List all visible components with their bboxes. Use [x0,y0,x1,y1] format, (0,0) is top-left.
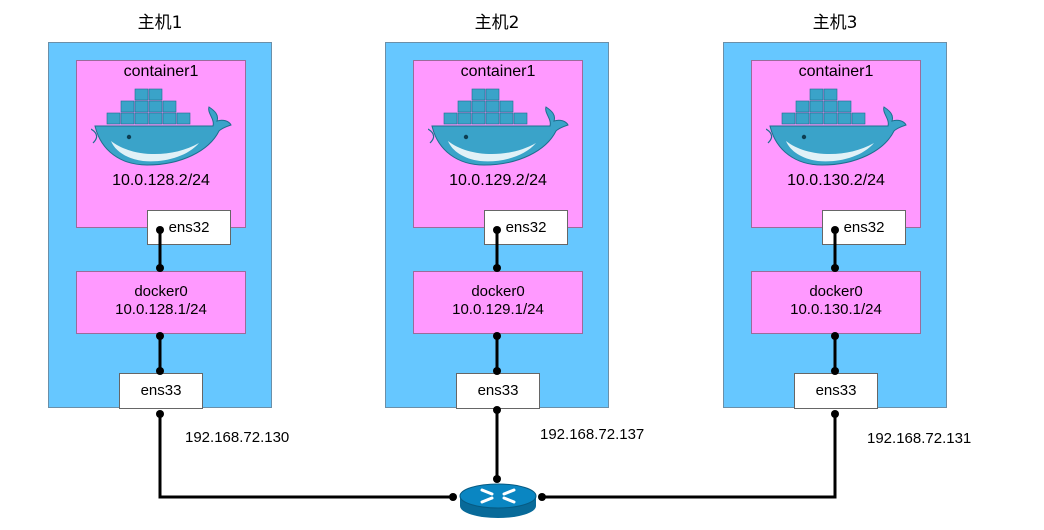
docker0-bridge: docker0 10.0.129.1/24 [413,271,583,334]
bridge-name: docker0 [471,283,525,300]
container-name: container1 [460,63,536,80]
link-endpoints [156,226,839,501]
container-ip: 10.0.129.2/24 [449,172,547,189]
host1-box: container1 10.0.128.2/24 ens32 docker0 1… [48,42,272,409]
container-name: container1 [798,63,874,80]
lan-cables [158,410,837,499]
docker0-bridge: docker0 10.0.130.1/24 [751,271,921,334]
container-name: container1 [123,63,199,80]
bridge-ip: 10.0.129.1/24 [452,301,544,318]
bridge-name: docker0 [134,283,188,300]
veth-links [158,230,837,371]
docker-whale-icon [91,88,232,166]
ens33-interface: ens33 [119,373,203,409]
host1-title: 主机1 [137,13,183,33]
ens33-interface: ens33 [456,373,540,409]
ens33-interface: ens33 [794,373,878,409]
host3-box: container1 10.0.130.2/24 ens32 docker0 1… [723,42,947,409]
bridge-ip: 10.0.128.1/24 [115,301,207,318]
container-ip: 10.0.128.2/24 [112,172,210,189]
host2-title: 主机2 [474,13,520,33]
host2-uplink-ip: 192.168.72.137 [540,426,645,443]
ens32-interface: ens32 [822,210,906,245]
docker-whale-icon [766,88,907,166]
host3-title: 主机3 [812,13,858,33]
container-ip: 10.0.130.2/24 [787,172,885,189]
host3-uplink-ip: 192.168.72.131 [867,430,972,447]
bridge-ip: 10.0.130.1/24 [790,301,882,318]
container-box: container1 10.0.130.2/24 ens32 [751,60,921,245]
router-icon [459,483,537,518]
bridge-name: docker0 [809,283,863,300]
container-box: container1 10.0.128.2/24 ens32 [76,60,246,245]
docker-whale-icon [428,88,569,166]
host1-uplink-ip: 192.168.72.130 [185,429,290,446]
